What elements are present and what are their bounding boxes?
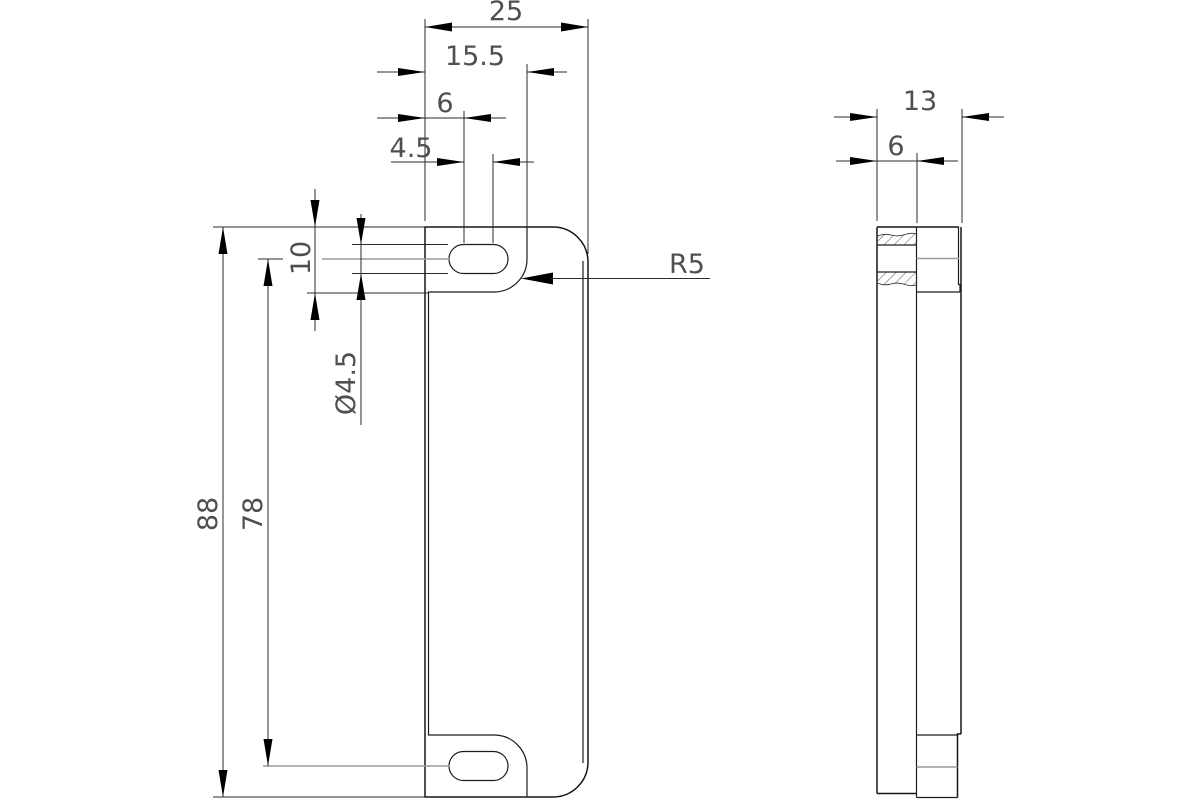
- arrowhead: [310, 200, 320, 227]
- hatch-band-upper: [877, 233, 917, 245]
- dimension-overall-width: 25: [425, 0, 588, 32]
- arrowhead: [310, 293, 320, 320]
- dimension-overall-height: 88: [193, 227, 228, 797]
- dimension-label-13: 13: [903, 86, 937, 117]
- dimension-label-dia-4-5: Ø4.5: [331, 351, 362, 415]
- side-bottom-block: [916, 734, 958, 799]
- slot-hole-bottom: [448, 750, 509, 782]
- dimension-slot-center-offset: 6: [377, 88, 506, 122]
- dimension-tab-height: 10: [286, 189, 320, 331]
- break-line-upper: [876, 232, 917, 237]
- arrowhead: [561, 22, 588, 32]
- arrowhead: [263, 739, 273, 766]
- dimension-label-4-5: 4.5: [390, 133, 433, 164]
- dimension-slot-centers: 4.5: [390, 133, 534, 166]
- arrowhead: [437, 158, 464, 166]
- dimension-label-88: 88: [193, 497, 224, 531]
- front-step-edge: [427, 227, 528, 797]
- arrowhead: [218, 227, 228, 254]
- side-right-bottom-step: [956, 733, 961, 798]
- section-hatching: [876, 232, 917, 287]
- dimension-label-25: 25: [489, 0, 523, 27]
- arrowhead: [398, 68, 425, 76]
- arrowhead: [263, 259, 273, 286]
- arrowhead: [356, 218, 366, 245]
- arrowhead: [464, 114, 491, 122]
- arrowhead: [527, 68, 554, 76]
- extension-lines: [213, 19, 963, 798]
- arrowhead: [850, 113, 877, 121]
- dimension-slot-right-offset: 15.5: [377, 41, 567, 76]
- arrowhead: [398, 114, 425, 122]
- side-top-block: [916, 227, 961, 293]
- dimension-label-side-6: 6: [887, 131, 904, 162]
- hatch-band-lower: [877, 272, 917, 286]
- leader-arrowhead: [521, 272, 553, 285]
- dimension-slot-diameter: Ø4.5: [331, 214, 366, 425]
- arrowhead: [425, 22, 452, 32]
- front-outline: [424, 226, 589, 798]
- dimension-label-6: 6: [436, 88, 453, 119]
- break-line-lower: [876, 282, 917, 287]
- arrowhead: [356, 273, 366, 300]
- arrowhead: [917, 157, 944, 165]
- dimension-label-10: 10: [286, 241, 317, 275]
- dimension-label-78: 78: [238, 497, 269, 531]
- side-view: [876, 226, 962, 799]
- dimension-label-15-5: 15.5: [445, 41, 505, 72]
- dimension-label-r5: R5: [669, 249, 705, 280]
- arrowhead: [493, 158, 520, 166]
- slot-hole-top: [448, 243, 509, 275]
- leader-fillet-radius: R5: [521, 249, 710, 285]
- arrowhead: [962, 113, 989, 121]
- dimension-slot-spacing: 78: [238, 259, 273, 766]
- dimension-overall-depth: 13: [834, 86, 1004, 121]
- arrowhead: [850, 157, 877, 165]
- dimension-plate-thickness: 6: [836, 131, 958, 165]
- arrowhead: [218, 770, 228, 797]
- front-view: [263, 226, 589, 798]
